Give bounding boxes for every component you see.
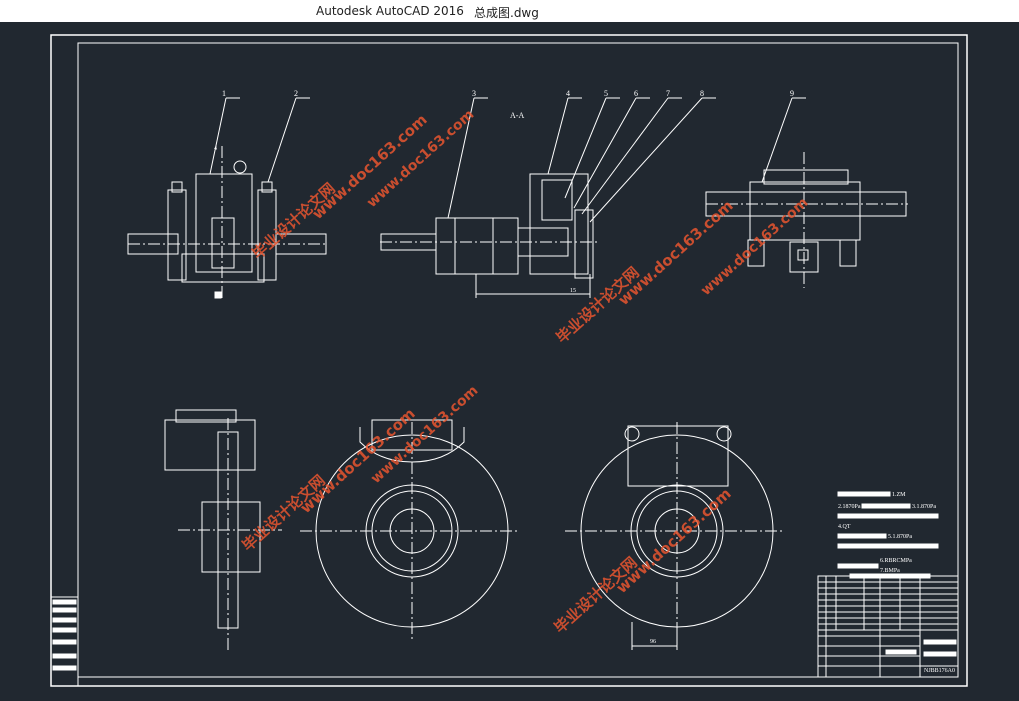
tech-note-3: 3.1.870Pa: [912, 504, 936, 510]
part-number-4: 4: [566, 89, 570, 98]
drawing-number: NJBB176A0: [924, 668, 955, 674]
title-block[interactable]: [817, 575, 959, 678]
tech-note-2: 2.1870Pa: [838, 504, 861, 510]
section-label: A-A: [510, 111, 524, 120]
part-number-1: 1: [222, 89, 226, 98]
part-number-7: 7: [666, 89, 670, 98]
watermark-url-4: www.doc163.com: [613, 485, 735, 597]
view-disc-rear: [565, 422, 785, 650]
title-bar: Autodesk AutoCAD 2016 总成图.dwg: [0, 0, 1019, 22]
drawing-canvas[interactable]: A-A 1 2 3 4 5 6 7 8 9 15 4 96 NJBB176A0 …: [0, 22, 1019, 701]
tech-note-4: 4.QT: [838, 524, 851, 530]
view-disc-front: [300, 419, 520, 642]
part-number-8: 8: [700, 89, 704, 98]
view-side: [164, 409, 282, 652]
part-number-2: 2: [294, 89, 298, 98]
part-number-3: 3: [472, 89, 476, 98]
part-number-5: 5: [604, 89, 608, 98]
dimension-right: 15: [570, 288, 576, 294]
outer-frame: [50, 34, 968, 687]
dimension-bottom: 96: [650, 639, 656, 645]
left-strip: [50, 596, 79, 687]
part-number-6: 6: [634, 89, 638, 98]
part-number-9: 9: [790, 89, 794, 98]
view-caliper-front: [127, 97, 327, 299]
watermark-cn-3: 毕业设计论文网: [239, 471, 329, 555]
view-caliper-top: [705, 97, 908, 288]
inner-frame: [77, 42, 959, 678]
watermark-cn-4: 毕业设计论文网: [551, 553, 641, 637]
file-name: 总成图.dwg: [474, 6, 539, 20]
tech-note-1: 1.ZM: [892, 492, 906, 498]
app-title: Autodesk AutoCAD 2016: [316, 4, 464, 18]
tech-note-7: 7.BMPa: [880, 568, 900, 574]
dimension-left: 4: [214, 146, 217, 152]
tech-note-6: 6.RBRCMPa: [880, 558, 912, 564]
view-section-aa: [380, 97, 716, 298]
tech-note-5: 5.1.870Pa: [888, 534, 912, 540]
watermark-url-2: www.doc163.com: [615, 197, 737, 309]
